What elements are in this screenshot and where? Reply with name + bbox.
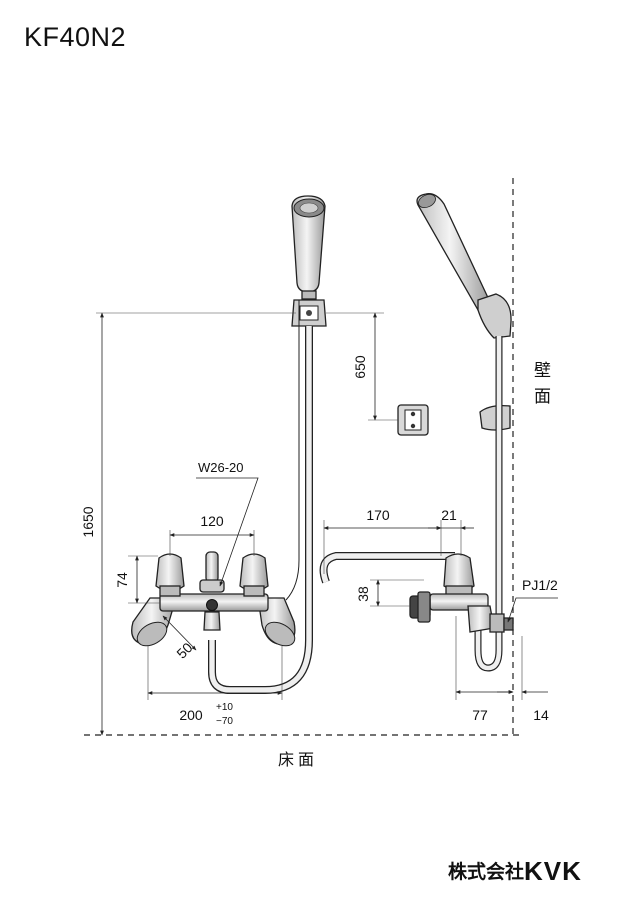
dim-1650: 1650 — [80, 506, 96, 537]
dim-14: 14 — [533, 707, 549, 723]
dim-21: 21 — [441, 507, 457, 523]
faucet-side — [409, 553, 514, 633]
company-logo: 株式会社KVK — [448, 856, 582, 887]
label-w26: W26-20 — [198, 460, 244, 475]
tol-plus: +10 — [216, 702, 233, 713]
holder-side — [479, 404, 511, 431]
label-floor: 床面 — [278, 751, 318, 769]
label-pj: PJ1/2 — [522, 577, 558, 593]
dim-650: 650 — [352, 355, 368, 379]
wall-bracket — [397, 404, 429, 436]
model-number: KF40N2 — [24, 22, 127, 52]
holder-front — [291, 299, 327, 327]
spout-side — [319, 552, 455, 584]
dim-74: 74 — [114, 572, 130, 588]
shower-head-side — [416, 193, 512, 339]
hose-front — [208, 300, 313, 694]
label-wall-top: 壁 — [534, 361, 551, 380]
faucet-front — [131, 551, 296, 647]
company-brand: KVK — [524, 856, 582, 886]
label-wall-bottom: 面 — [534, 387, 551, 406]
dim-120: 120 — [200, 513, 224, 529]
company-prefix: 株式会社 — [448, 861, 525, 883]
hose-side — [474, 336, 503, 672]
dim-38: 38 — [355, 586, 371, 602]
dim-50: 50 — [173, 639, 195, 661]
dim-200: 200 — [179, 707, 203, 723]
dim-170: 170 — [366, 507, 390, 523]
shower-head-front — [291, 195, 326, 300]
dim-77: 77 — [472, 707, 488, 723]
tol-minus: −70 — [216, 716, 233, 727]
